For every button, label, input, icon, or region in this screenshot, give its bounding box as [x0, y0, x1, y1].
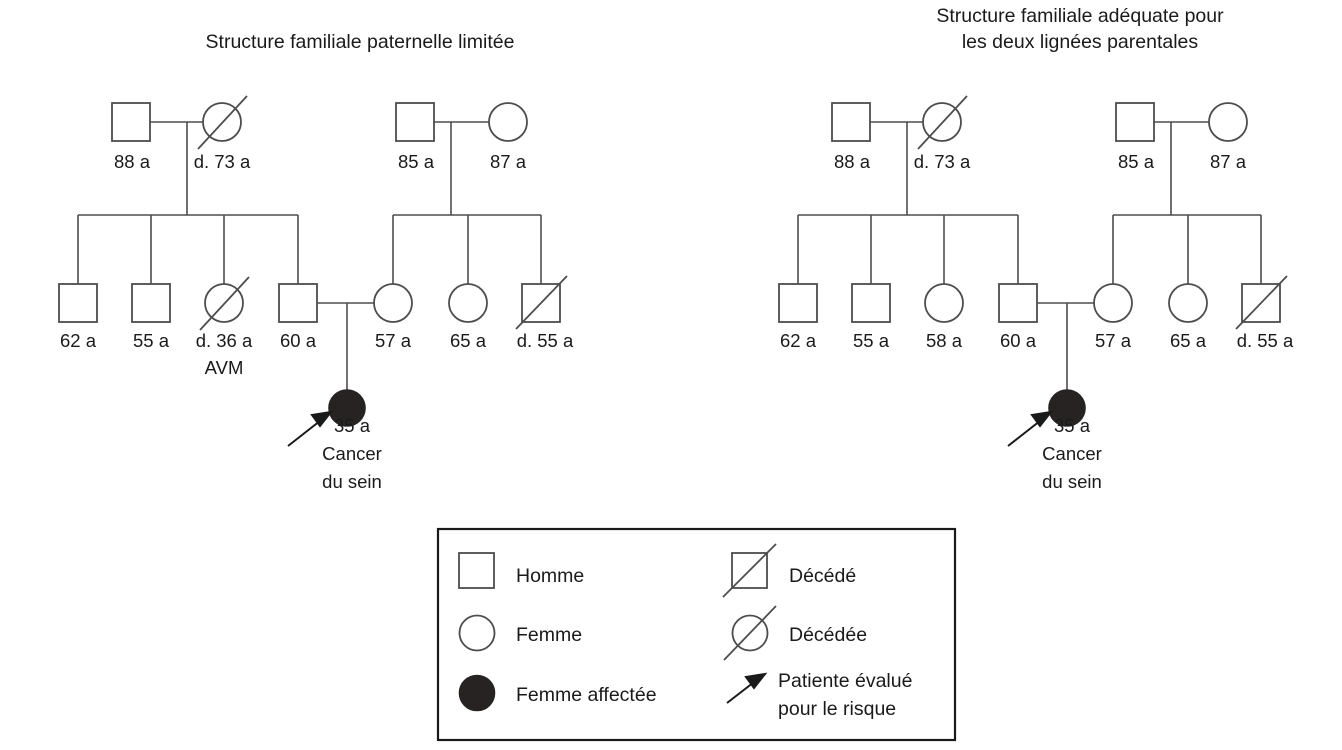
left-g2-maternal-sib-3-age: d. 55 a	[517, 330, 574, 351]
legend-label-patiente-line-2: pour le risque	[778, 698, 896, 720]
legend-label-decedee: Décédée	[789, 624, 867, 646]
right-g2-paternal-sib-2-square[interactable]	[851, 283, 891, 323]
legend-circle-open-icon	[458, 614, 496, 652]
panel-left: Structure familiale paternelle limitée 8…	[58, 31, 574, 492]
legend-box	[436, 527, 957, 742]
right-g2-paternal-sib-3-circle[interactable]	[924, 283, 964, 323]
legend-square-slash-stroke	[722, 543, 777, 598]
left-g2-maternal-sib-3-deceased-slash	[515, 275, 568, 330]
right-g2-paternal-sib-1-age: 62 a	[780, 330, 817, 351]
legend-circle-slash-stroke	[723, 605, 777, 661]
left-g2-paternal-sib-2-age: 55 a	[133, 330, 170, 351]
left-g1-paternal-grandfather-age: 88 a	[114, 151, 151, 172]
left-g2-maternal-sib-2-age: 65 a	[450, 330, 487, 351]
left-g1-maternal-grandfather-square[interactable]	[395, 102, 435, 142]
legend-label-femme: Femme	[516, 624, 582, 646]
right-g2-paternal-sib-1-square[interactable]	[778, 283, 818, 323]
left-g1-maternal-grandmother-age: 87 a	[490, 151, 527, 172]
right-g2-paternal-sib-2-age: 55 a	[853, 330, 890, 351]
right-g2-father-square[interactable]	[998, 283, 1038, 323]
left-g1-maternal-grandfather-age: 85 a	[398, 151, 435, 172]
panel-right-title-line-1: Structure familiale adéquate pour	[936, 5, 1224, 27]
panel-right-title-line-2: les deux lignées parentales	[962, 31, 1199, 53]
left-g2-mother-age: 57 a	[375, 330, 412, 351]
right-g2-maternal-sib-3-age: d. 55 a	[1237, 330, 1294, 351]
left-g1-paternal-grandmother-age: d. 73 a	[194, 151, 251, 172]
legend-circle-filled-icon	[458, 674, 496, 712]
left-g2-maternal-sib-2-circle[interactable]	[448, 283, 488, 323]
legend: Homme Femme Femme affectée Décédé Décédé…	[436, 527, 957, 742]
left-g2-mother-circle[interactable]	[373, 283, 413, 323]
right-proband-diagnosis-line-2: du sein	[1042, 471, 1102, 492]
right-g2-mother-circle[interactable]	[1093, 283, 1133, 323]
panel-left-title-line-1: Structure familiale paternelle limitée	[206, 31, 515, 53]
left-g2-paternal-sib-2-square[interactable]	[131, 283, 171, 323]
legend-label-homme: Homme	[516, 565, 584, 587]
right-g1-paternal-grandfather-square[interactable]	[831, 102, 871, 142]
left-g2-father-age: 60 a	[280, 330, 317, 351]
right-g1-maternal-grandfather-square[interactable]	[1115, 102, 1155, 142]
left-g2-paternal-sib-1-square[interactable]	[58, 283, 98, 323]
legend-label-decede: Décédé	[789, 565, 856, 587]
right-g1-maternal-grandmother-age: 87 a	[1210, 151, 1247, 172]
right-g1-maternal-grandfather-age: 85 a	[1118, 151, 1155, 172]
left-g1-paternal-grandmother-deceased-slash	[197, 95, 248, 150]
right-g2-paternal-sib-3-age: 58 a	[926, 330, 963, 351]
right-proband-diagnosis-line-1: Cancer	[1042, 443, 1102, 464]
left-g2-paternal-sib-1-age: 62 a	[60, 330, 97, 351]
right-g1-paternal-grandmother-age: d. 73 a	[914, 151, 971, 172]
legend-label-patiente-line-1: Patiente évalué	[778, 670, 912, 692]
right-proband-arrow-icon	[1007, 410, 1054, 447]
right-g2-maternal-sib-2-age: 65 a	[1170, 330, 1207, 351]
panel-right: Structure familiale adéquate pour les de…	[778, 5, 1294, 492]
right-proband-affected-circle[interactable]	[1048, 389, 1086, 427]
left-proband-affected-circle[interactable]	[328, 389, 366, 427]
left-proband-age: 35 a	[334, 415, 371, 436]
left-g2-father-square[interactable]	[278, 283, 318, 323]
right-g2-maternal-sib-3-deceased-slash	[1235, 275, 1288, 330]
left-g1-maternal-grandmother-circle[interactable]	[488, 102, 528, 142]
right-g1-paternal-grandmother-deceased-slash	[917, 95, 968, 150]
right-g2-father-age: 60 a	[1000, 330, 1037, 351]
right-g1-paternal-grandfather-age: 88 a	[834, 151, 871, 172]
left-proband-diagnosis-line-1: Cancer	[322, 443, 382, 464]
left-g1-paternal-grandfather-square[interactable]	[111, 102, 151, 142]
legend-arrow-icon	[726, 672, 768, 704]
right-g1-maternal-grandmother-circle[interactable]	[1208, 102, 1248, 142]
left-proband-diagnosis-line-2: du sein	[322, 471, 382, 492]
right-proband-age: 35 a	[1054, 415, 1091, 436]
legend-square-open-icon	[458, 552, 495, 589]
left-g2-paternal-sib-3-age: d. 36 a	[196, 330, 253, 351]
left-g2-paternal-sib-3-deceased-slash	[199, 276, 250, 331]
left-proband-arrow-icon	[287, 410, 334, 447]
left-g2-paternal-sib-3-note: AVM	[205, 357, 244, 378]
legend-label-femme-affectee: Femme affectée	[516, 684, 657, 706]
right-g2-maternal-sib-2-circle[interactable]	[1168, 283, 1208, 323]
right-g2-mother-age: 57 a	[1095, 330, 1132, 351]
